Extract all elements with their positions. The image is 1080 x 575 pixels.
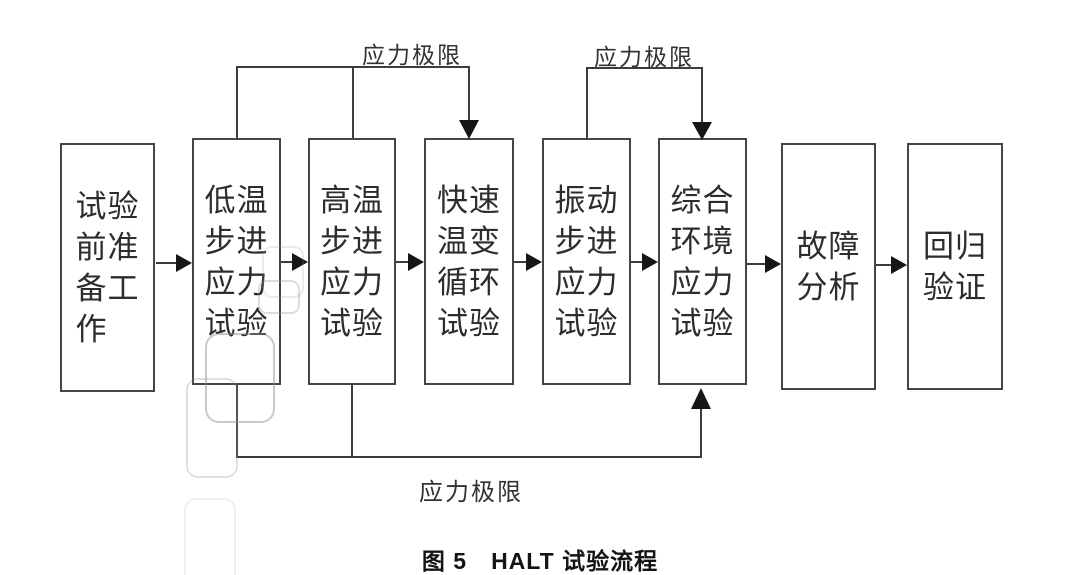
flow-box-vibration-step: 振动 步进 应力 试验 [542,138,631,385]
flow-box-rapid-thermal-label: 快速 温变 循环 试验 [437,182,501,341]
arrowhead-right-5 [642,253,658,271]
arrowhead-down-rapid-thermal [459,120,479,139]
stress-limit-label-top-left: 应力极限 [362,43,462,68]
arrowhead-up-combined-stress [691,388,711,409]
flow-box-prep: 试验 前准 备工 作 [60,143,155,392]
flow-box-regression-label: 回归 验证 [923,228,987,305]
arrowhead-right-3 [408,253,424,271]
stress-limit-label-top-right: 应力极限 [594,45,694,70]
flow-box-prep-label: 试验 前准 备工 作 [75,188,140,347]
flow-box-vibration-step-label: 振动 步进 应力 试验 [554,182,619,341]
connector-bottom-path [236,385,702,458]
flow-box-failure-analysis-label: 故障 分析 [796,228,861,305]
stress-limit-label-bottom: 应力极限 [419,480,523,506]
flow-box-combined-stress: 综合 环境 应力 试验 [658,138,747,385]
arrowhead-right-2 [292,253,308,271]
connector-top-right-path [586,67,703,138]
flow-box-rapid-thermal: 快速 温变 循环 试验 [424,138,514,385]
arrowhead-right-7 [891,256,907,274]
flow-box-combined-stress-label: 综合 环境 应力 试验 [670,182,735,341]
flow-box-regression: 回归 验证 [907,143,1003,390]
arrowhead-right-1 [176,254,192,272]
arrowhead-right-6 [765,255,781,273]
flow-box-low-temp-step-label: 低温 步进 应力 试验 [204,182,269,341]
figure-caption: 图 5 HALT 试验流程 [421,548,659,574]
arrowhead-down-combined-stress [692,122,712,140]
flow-box-high-temp-step: 高温 步进 应力 试验 [308,138,396,385]
flow-box-high-temp-step-label: 高温 步进 应力 试验 [320,182,384,341]
arrowhead-right-4 [526,253,542,271]
flow-box-failure-analysis: 故障 分析 [781,143,876,390]
flow-box-low-temp-step: 低温 步进 应力 试验 [192,138,281,385]
